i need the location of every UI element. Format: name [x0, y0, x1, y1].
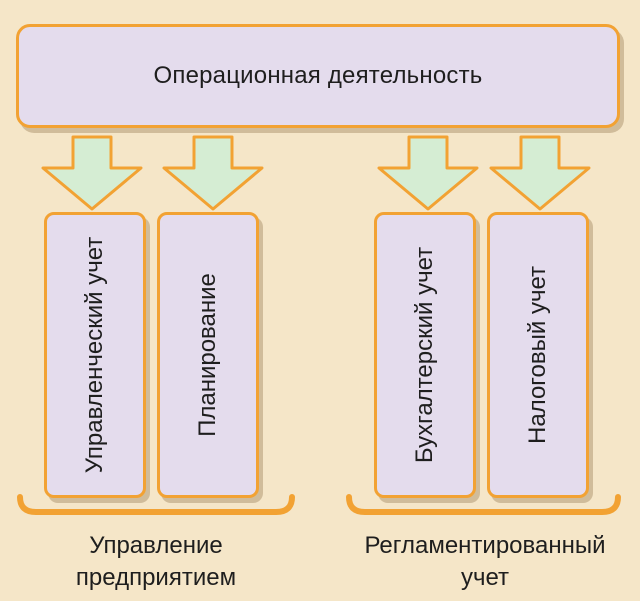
management-accounting-label: Управленческий учет [81, 236, 108, 474]
enterprise-management-line1: Управление [89, 532, 223, 559]
arrow-down-icon [377, 135, 479, 211]
regulated-accounting-caption: Регламентированный учет [340, 530, 630, 594]
planning-box: Планирование [157, 212, 259, 498]
arrow-down-icon [162, 135, 264, 211]
tax-accounting-label: Налоговый учет [524, 266, 551, 444]
arrow-down-icon [489, 135, 591, 211]
group-bracket [346, 494, 621, 515]
regulated-accounting-line1: Регламентированный [364, 532, 606, 559]
management-accounting-box: Управленческий учет [44, 212, 146, 498]
planning-label: Планирование [194, 273, 221, 437]
enterprise-management-line2: предприятием [75, 564, 237, 591]
regulated-accounting-line2: учет [460, 564, 510, 591]
tax-accounting-box: Налоговый учет [487, 212, 589, 498]
bookkeeping-label: Бухгалтерский учет [411, 246, 438, 464]
arrow-down-icon [41, 135, 143, 211]
group-bracket [17, 494, 295, 515]
operational-activity-box: Операционная деятельность [16, 24, 620, 128]
operational-activity-label: Операционная деятельность [153, 62, 483, 89]
bookkeeping-box: Бухгалтерский учет [374, 212, 476, 498]
enterprise-management-caption: Управление предприятием [16, 530, 296, 594]
